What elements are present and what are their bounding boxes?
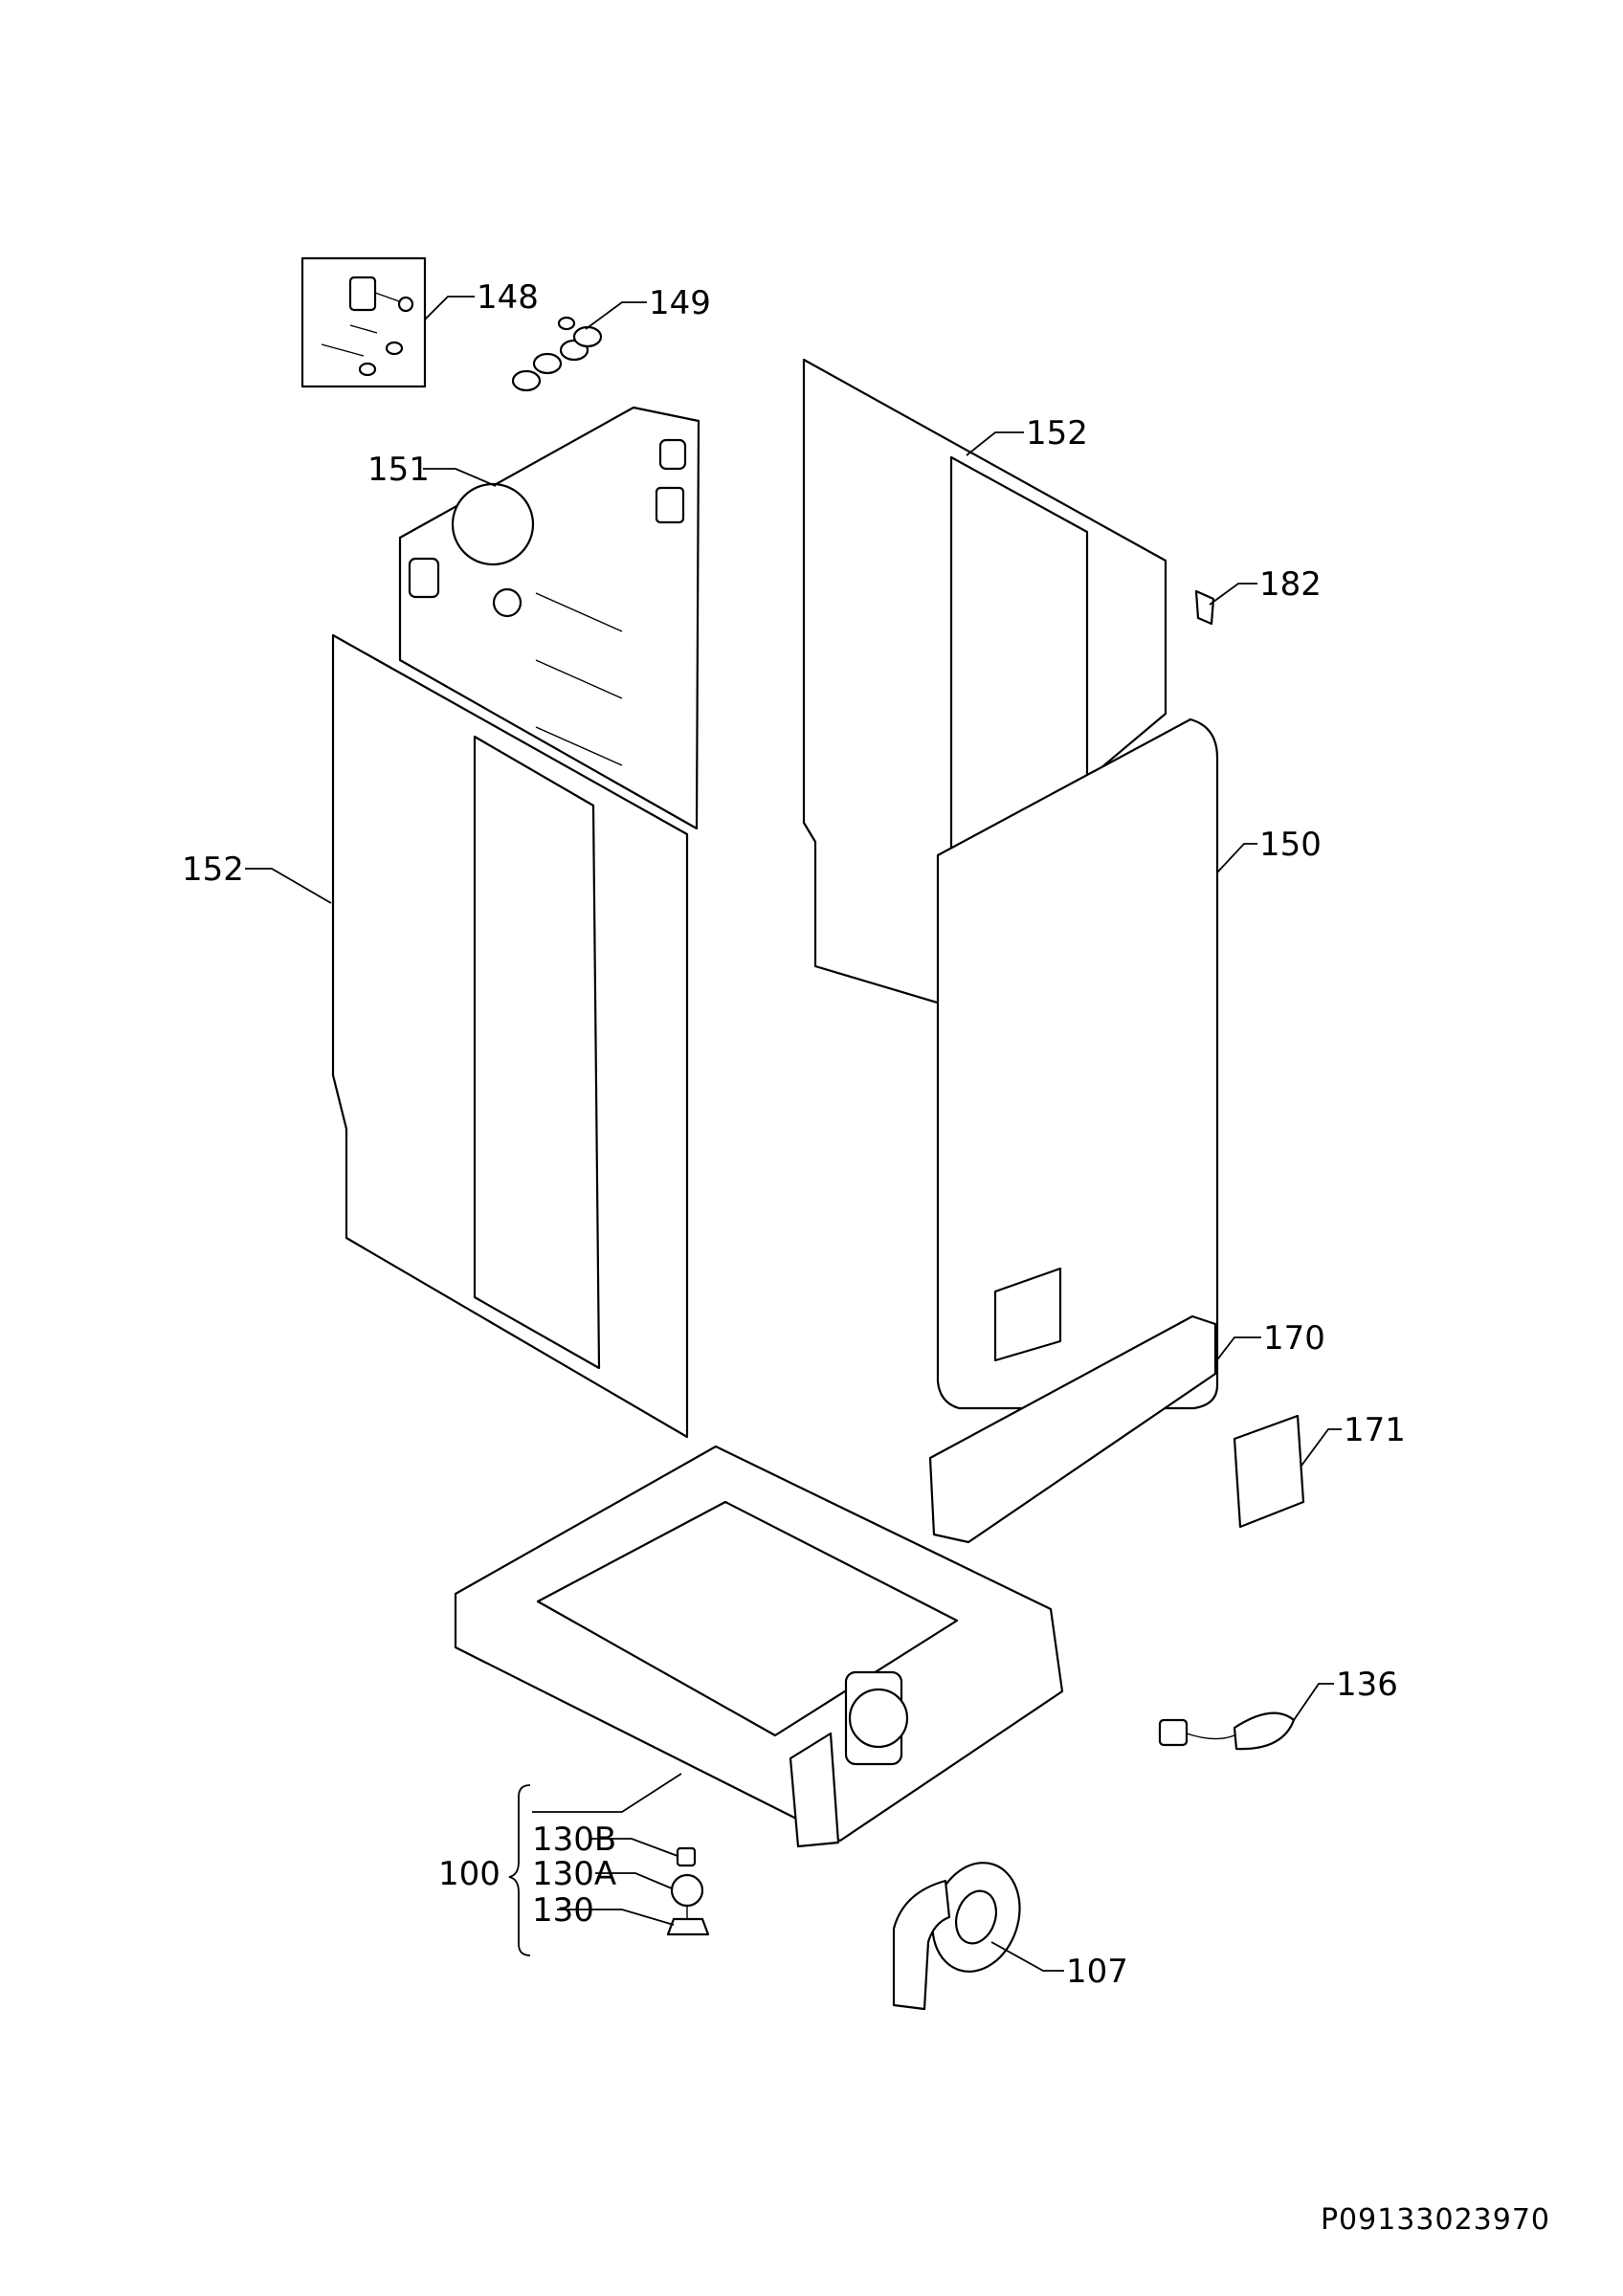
- part-136-connector: [1158, 1718, 1189, 1747]
- part-130a-nut: [670, 1873, 704, 1908]
- part-148-screw-b: [321, 343, 365, 357]
- part-130-foot-assembly: [666, 1846, 710, 1936]
- leader-149: [585, 301, 647, 330]
- part-151-rib-a: [535, 592, 623, 632]
- leader-151: [423, 468, 497, 487]
- callout-100: 100: [438, 1855, 500, 1893]
- part-170-outline: [928, 1314, 1217, 1544]
- callout-170: 170: [1263, 1319, 1325, 1358]
- part-149-seal-rings: [511, 316, 603, 392]
- part-150-front-panel: [936, 718, 1219, 1410]
- part-149-ring-d: [572, 325, 603, 348]
- part-148-washer-a: [385, 341, 404, 356]
- part-130-foot-base: [666, 1917, 710, 1936]
- leader-130: [557, 1909, 675, 1926]
- base-frame-port: [848, 1688, 909, 1749]
- part-148-screw-a: [349, 324, 378, 334]
- part-171-cover: [1233, 1414, 1305, 1529]
- kit-100-brace: [508, 1784, 531, 1956]
- part-149-ring-a: [511, 369, 542, 392]
- part-151-rear-panel: [398, 406, 700, 830]
- part-136-sensor: [1158, 1711, 1296, 1751]
- leader-170: [1214, 1336, 1261, 1363]
- callout-182: 182: [1259, 565, 1322, 604]
- leader-136: [1293, 1683, 1334, 1721]
- callout-149: 149: [649, 284, 711, 322]
- part-150-outline: [936, 718, 1219, 1410]
- part-136-probe: [1233, 1711, 1296, 1751]
- part-148-bolt-shaft: [374, 292, 403, 303]
- part-151-large-port: [451, 482, 535, 566]
- callout-130a: 130A: [532, 1855, 616, 1893]
- part-150-service-flap: [993, 1267, 1062, 1362]
- callout-136: 136: [1336, 1666, 1398, 1704]
- part-149-ring-e: [557, 316, 576, 331]
- part-152-right-side-panel: [802, 358, 1167, 1027]
- part-149-ring-b: [532, 352, 563, 375]
- leader-152-top: [966, 431, 1024, 456]
- leader-107: [990, 1941, 1064, 1972]
- callout-152-left: 152: [182, 850, 244, 889]
- part-148-nut: [397, 296, 414, 313]
- leader-171: [1301, 1428, 1342, 1467]
- part-182-clip: [1194, 589, 1215, 626]
- leader-130a: [595, 1872, 673, 1889]
- part-152-left-side-panel: [331, 633, 689, 1439]
- part-152-left-recess: [473, 735, 601, 1370]
- part-182-clip-body: [1194, 589, 1215, 626]
- leader-150: [1216, 843, 1257, 873]
- callout-107: 107: [1066, 1953, 1128, 1991]
- part-151-bracket-top: [658, 438, 687, 471]
- part-171-outline: [1233, 1414, 1305, 1529]
- part-151-hinge-left: [408, 557, 440, 599]
- callout-151: 151: [367, 451, 430, 489]
- callout-152-top: 152: [1026, 414, 1088, 453]
- document-number: P09133023970: [1321, 2203, 1550, 2237]
- part-148-bolt-head: [348, 276, 377, 312]
- leader-152-left: [245, 868, 332, 904]
- base-frame-corner-post: [789, 1732, 840, 1848]
- callout-130b: 130B: [532, 1821, 616, 1859]
- callout-148: 148: [477, 278, 539, 317]
- part-151-bracket-side: [655, 486, 685, 524]
- part-151-rib-b: [535, 659, 623, 699]
- part-107-hose-opening: [955, 1889, 997, 1945]
- leader-base-frame: [532, 1773, 682, 1813]
- callout-labels: 148 149 151 152 182 152 150 170 171 136 …: [182, 278, 1406, 1991]
- part-107-drain-hose: [892, 1862, 1021, 2011]
- part-136-cable: [1186, 1733, 1235, 1740]
- leader-182: [1209, 583, 1257, 606]
- part-130b-cap: [676, 1846, 697, 1867]
- part-148-washer-b: [358, 362, 377, 377]
- part-170-kick-plate: [928, 1314, 1217, 1544]
- leader-lines: [245, 296, 1342, 1972]
- callout-171: 171: [1344, 1411, 1406, 1449]
- part-148-fixing-kit: [300, 256, 427, 388]
- callout-150: 150: [1259, 826, 1322, 864]
- part-151-rib-c: [535, 726, 623, 766]
- part-151-small-port: [492, 587, 522, 618]
- leader-130b: [591, 1838, 678, 1857]
- callout-130: 130: [532, 1891, 594, 1930]
- leader-148: [424, 296, 475, 320]
- part-107-hose-body: [892, 1879, 951, 2011]
- part-base-frame: [454, 1445, 1064, 1848]
